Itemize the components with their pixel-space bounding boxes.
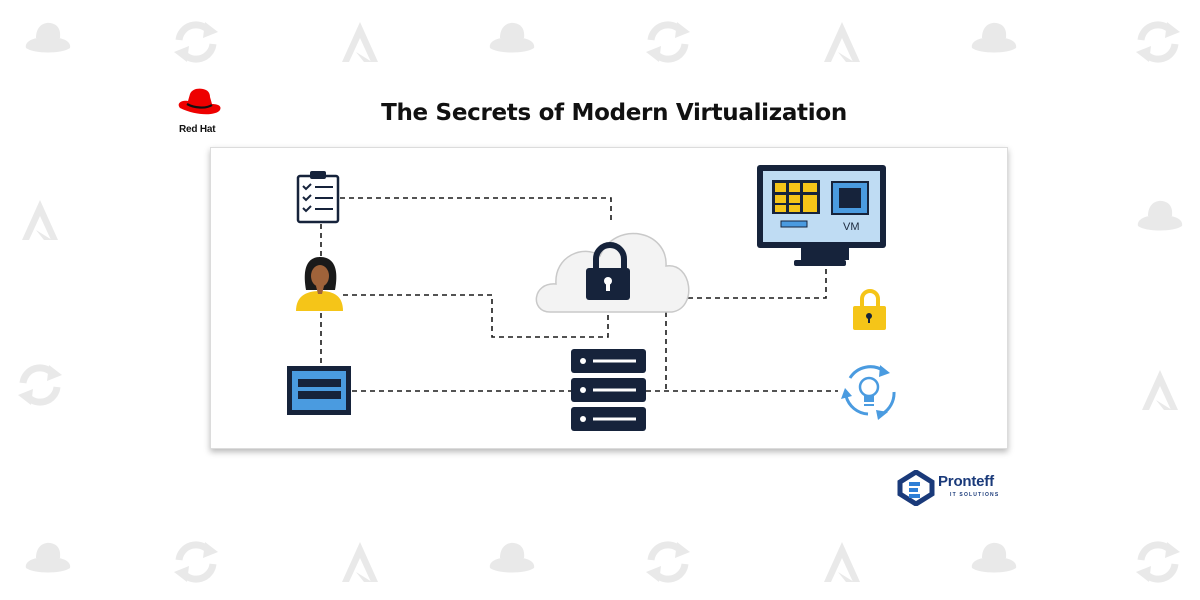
person-icon <box>296 257 343 311</box>
pronteff-logo-icon <box>897 470 935 506</box>
connector-user-cloud <box>343 294 609 338</box>
vm-label: VM <box>843 221 860 233</box>
connector-checklist-cloud <box>340 197 612 222</box>
monitor-icon <box>757 165 886 266</box>
connector-cloud-monitor <box>688 268 827 299</box>
cloud-lock-icon <box>535 232 690 313</box>
connector-lines <box>320 197 838 392</box>
page-title: The Secrets of Modern Virtualization <box>381 100 847 126</box>
lightbulb-cycle-icon <box>841 365 896 420</box>
footer-company-tagline: IT SOLUTIONS <box>950 492 1000 498</box>
brand-name: Red Hat <box>179 124 216 135</box>
padlock-icon <box>853 289 886 330</box>
red-hat-logo-icon <box>178 88 221 115</box>
clipboard-checklist-icon <box>296 171 340 224</box>
window-icon <box>287 366 351 415</box>
server-stack-icon <box>571 349 646 431</box>
footer-company-name: Pronteff <box>938 473 994 490</box>
